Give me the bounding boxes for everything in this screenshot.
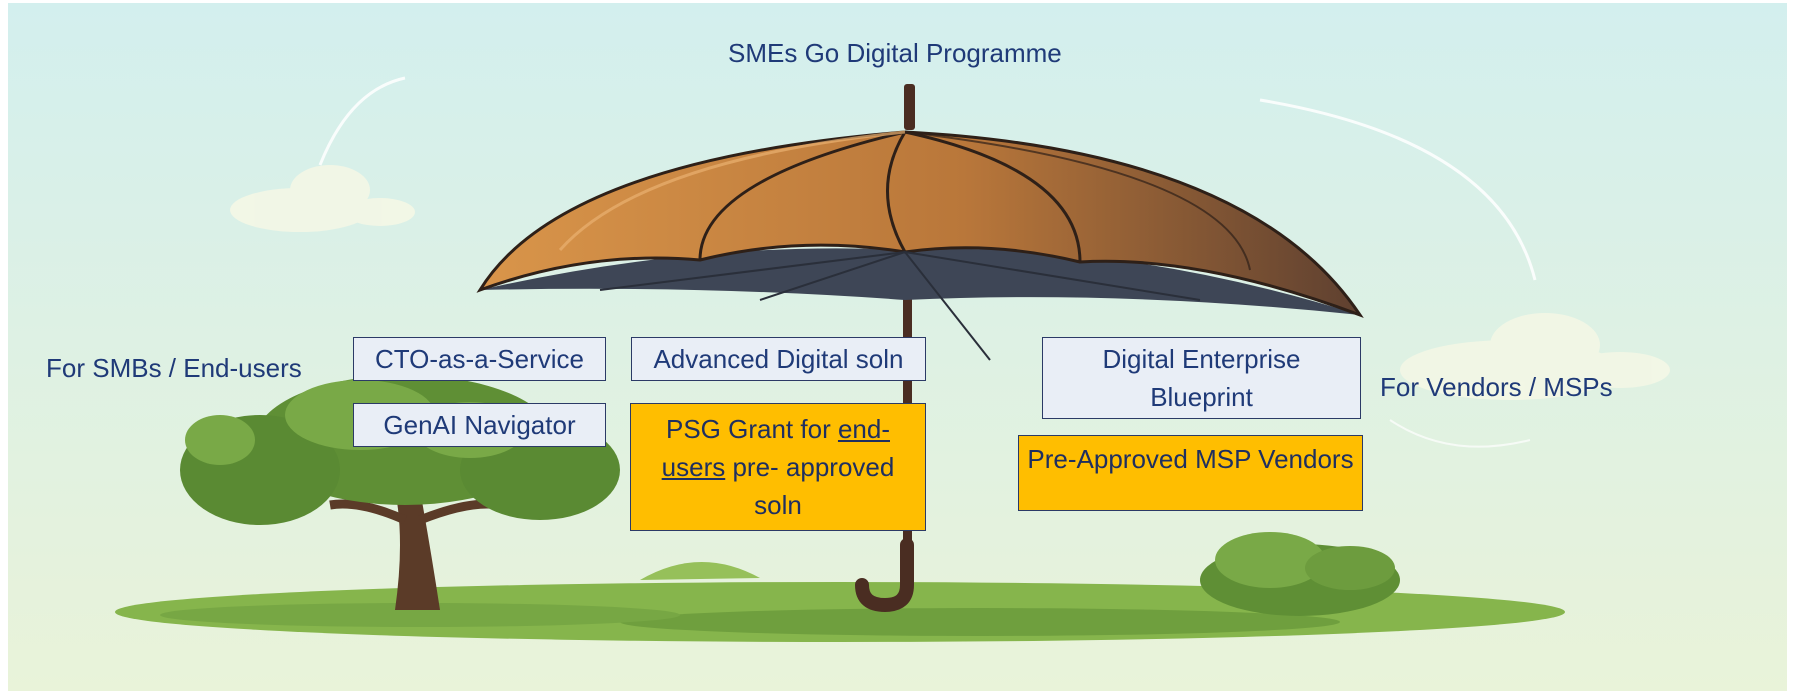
vendor-label: For Vendors / MSPs [1380, 372, 1613, 402]
grass-ground-shadow [620, 608, 1340, 636]
pre-approved-msp-label: Pre-Approved MSP Vendors [1027, 444, 1354, 474]
umbrella-handle [855, 538, 914, 613]
wind-line [1389, 419, 1531, 448]
cloud-icon [230, 165, 415, 232]
psg-grant-text-part2: pre- approved soln [725, 452, 895, 520]
psg-grant-box: PSG Grant for end-users pre- approved so… [630, 403, 926, 531]
cloud-icon [1400, 313, 1670, 400]
cto-as-a-service-label: CTO-as-a-Service [374, 344, 584, 374]
digital-enterprise-blueprint-box: Digital Enterprise Blueprint [1042, 337, 1361, 419]
cto-as-a-service-box: CTO-as-a-Service [353, 337, 606, 381]
psg-grant-end-users: end-users [661, 414, 890, 482]
programme-title: SMEs Go Digital Programme [728, 38, 1062, 68]
pre-approved-msp-box: Pre-Approved MSP Vendors [1018, 435, 1363, 511]
umbrella-tip [904, 84, 915, 130]
hill [640, 561, 760, 580]
digital-enterprise-blueprint-label: Digital Enterprise Blueprint [1102, 344, 1301, 412]
umbrella-canopy-underside [480, 248, 1360, 315]
genai-navigator-box: GenAI Navigator [353, 403, 606, 447]
grass-ground-shadow [160, 603, 680, 627]
umbrella-canopy [476, 130, 1364, 319]
umbrella-shaft [903, 255, 912, 545]
genai-navigator-label: GenAI Navigator [383, 410, 576, 440]
bush-icon [1200, 532, 1400, 616]
wind-line [318, 76, 406, 166]
psg-grant-text: PSG Grant for end-users pre- approved so… [643, 410, 913, 524]
advanced-digital-label: Advanced Digital soln [653, 344, 904, 374]
psg-grant-text-part1: PSG Grant for [666, 414, 838, 444]
smb-label: For SMBs / End-users [46, 353, 302, 383]
advanced-digital-box: Advanced Digital soln [631, 337, 926, 381]
wind-line [1259, 98, 1537, 281]
